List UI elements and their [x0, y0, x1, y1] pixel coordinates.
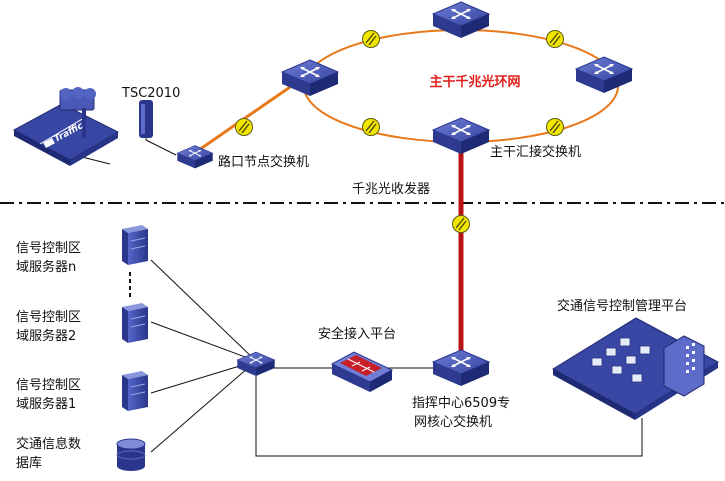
ring-title: 主干千兆光环网: [429, 74, 520, 90]
traffic-scene-icon: [12, 87, 120, 166]
database-icon: [116, 438, 146, 471]
ring-switch-top: [432, 1, 490, 39]
svg-text:指挥中心6509专: 指挥中心6509专: [412, 396, 510, 411]
traffic-controller-icon: [139, 100, 153, 138]
server-2-label: 信号控制区 域服务器2: [16, 310, 81, 344]
svg-text:信号控制区: 信号控制区: [16, 310, 81, 325]
transceiver-icon: [451, 214, 471, 234]
backbone-switch-label: 主干汇接交换机: [490, 144, 581, 160]
firewall-icon: [330, 351, 394, 392]
server-1-label: 信号控制区 域服务器1: [16, 378, 81, 412]
svg-text:据库: 据库: [16, 455, 42, 471]
transceiver-icon: [234, 117, 254, 137]
transceiver-icon: [545, 117, 565, 137]
svg-text:交通信息数: 交通信息数: [16, 436, 81, 452]
transceiver-icon: [545, 29, 565, 49]
intersection-uplink: [195, 74, 307, 154]
transceiver-icon: [361, 117, 381, 137]
server-icon: [121, 302, 149, 344]
transceiver-label: 千兆光收发器: [352, 181, 430, 197]
svg-text:信号控制区: 信号控制区: [16, 378, 81, 393]
server-icon: [121, 224, 149, 266]
mgmt-platform-label: 交通信号控制管理平台: [557, 298, 687, 314]
svg-text:信号控制区: 信号控制区: [16, 241, 81, 256]
svg-text:域服务器1: 域服务器1: [16, 396, 76, 412]
svg-text:网核心交换机: 网核心交换机: [414, 414, 492, 430]
svg-text:域服务器2: 域服务器2: [16, 328, 76, 344]
tsc-label: TSC2010: [121, 86, 180, 101]
server-n-label: 信号控制区 域服务器n: [16, 241, 81, 275]
secure-access-label: 安全接入平台: [318, 326, 396, 342]
svg-text:域服务器n: 域服务器n: [16, 259, 76, 275]
intersection-switch-icon: [176, 145, 214, 169]
ring-switch-right: [575, 56, 633, 94]
core-switch-icon: [432, 349, 490, 387]
ring-switch-left: [281, 59, 339, 97]
backbone-switch-icon: [432, 117, 490, 155]
server-icon: [121, 370, 149, 412]
transceiver-icon: [361, 29, 381, 49]
platform-icon: [552, 317, 719, 420]
database-label: 交通信息数 据库: [16, 436, 81, 471]
intersection-switch-label: 路口节点交换机: [218, 154, 309, 170]
core-switch-label: 指挥中心6509专 网核心交换机: [412, 396, 510, 430]
